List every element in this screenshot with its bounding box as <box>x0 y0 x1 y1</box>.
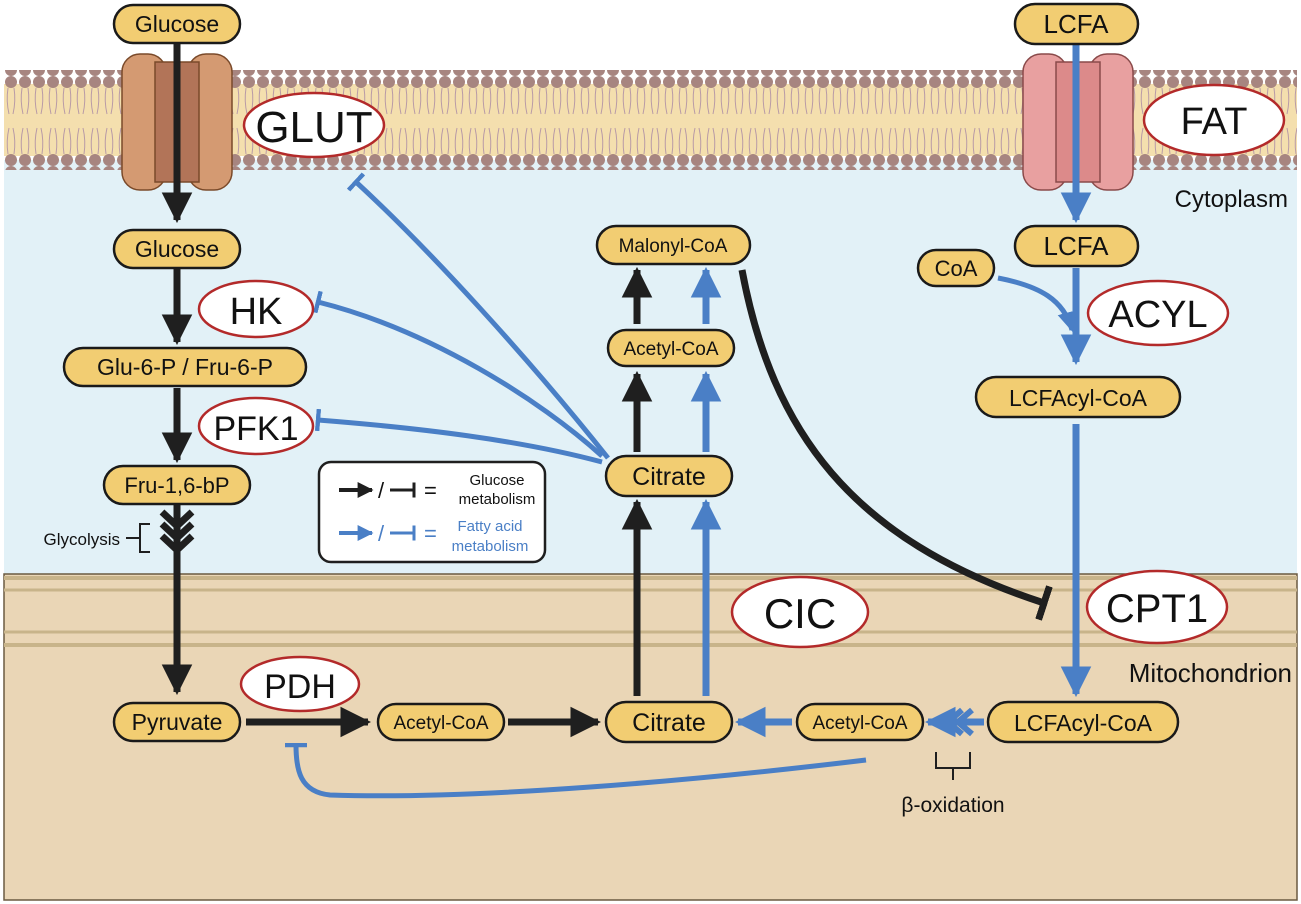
svg-text:Malonyl-CoA: Malonyl-CoA <box>619 236 728 257</box>
cytoplasm-label: Cytoplasm <box>1175 186 1288 213</box>
metabolite-glucose-in: Glucose <box>112 228 242 270</box>
enzyme-fat: FAT <box>1142 83 1286 157</box>
beta-oxidation-bracket: β-oxidation <box>901 752 1005 817</box>
svg-text:CPT1: CPT1 <box>1106 587 1208 631</box>
svg-text:LCFA: LCFA <box>1043 231 1109 261</box>
svg-text:Pyruvate: Pyruvate <box>132 709 223 735</box>
svg-text:Acetyl-CoA: Acetyl-CoA <box>623 339 718 360</box>
svg-text:Glu-6-P / Fru-6-P: Glu-6-P / Fru-6-P <box>97 354 273 380</box>
inhibit-citrate-pfk1 <box>314 408 603 465</box>
enzyme-cic: CIC <box>730 575 870 649</box>
inhibit-citrate-glut <box>346 172 610 460</box>
metabolite-lcfa-in: LCFA <box>1013 224 1140 268</box>
legend-glucose-sep: / <box>378 478 385 503</box>
glycolysis-label: Glycolysis <box>43 530 120 549</box>
svg-text:Acetyl-CoA: Acetyl-CoA <box>393 713 488 734</box>
svg-text:CIC: CIC <box>764 590 836 637</box>
beta-oxidation-label: β-oxidation <box>901 794 1004 817</box>
legend-glucose-equals: = <box>424 478 437 503</box>
legend-fatty-line1: Fatty acid <box>457 518 522 535</box>
metabolite-f16bp: Fru-1,6-bP <box>102 464 252 506</box>
metabolite-acetylcoa-beta: Acetyl-CoA <box>795 702 925 742</box>
metabolite-glucose-out: Glucose <box>112 3 242 45</box>
svg-text:Acetyl-CoA: Acetyl-CoA <box>812 713 907 734</box>
glucose-pathway-arrows <box>159 40 1053 738</box>
svg-text:Glucose: Glucose <box>135 236 219 262</box>
enzyme-pfk1: PFK1 <box>197 396 315 456</box>
svg-text:CoA: CoA <box>935 256 978 281</box>
metabolite-coa: CoA <box>916 248 996 288</box>
enzyme-pdh: PDH <box>239 655 361 713</box>
mitochondrion-label: Mitochondrion <box>1129 658 1292 688</box>
svg-text:PDH: PDH <box>264 668 336 706</box>
metabolite-lcfacylcoa-mito: LCFAcyl-CoA <box>986 700 1180 744</box>
metabolite-pyruvate: Pyruvate <box>112 701 242 743</box>
legend-fatty-line2: metabolism <box>452 538 529 555</box>
enzyme-hk: HK <box>197 279 315 339</box>
svg-text:ACYL: ACYL <box>1108 294 1207 336</box>
mito-membrane-lines <box>4 576 1297 647</box>
enzyme-cpt1: CPT1 <box>1085 569 1229 645</box>
svg-text:HK: HK <box>230 291 283 333</box>
legend-glucose-line2: metabolism <box>459 491 536 508</box>
legend-fatty-sep: / <box>378 521 385 546</box>
svg-text:GLUT: GLUT <box>255 103 372 152</box>
legend: / = Glucose metabolism / = Fatty acid me… <box>317 460 547 564</box>
enzyme-glut: GLUT <box>242 91 386 159</box>
metabolite-acetylcoa-mito: Acetyl-CoA <box>376 702 506 742</box>
legend-glucose-line1: Glucose <box>469 472 524 489</box>
metabolite-malonylcoa: Malonyl-CoA <box>595 224 752 266</box>
svg-text:LCFAcyl-CoA: LCFAcyl-CoA <box>1009 385 1148 411</box>
legend-box <box>317 460 547 564</box>
svg-text:Citrate: Citrate <box>632 463 706 491</box>
inhibit-acetylcoa-pdh <box>284 742 867 799</box>
inhibit-citrate-hk <box>313 290 604 458</box>
svg-text:Citrate: Citrate <box>632 709 706 737</box>
svg-text:LCFA: LCFA <box>1043 9 1109 39</box>
svg-text:LCFAcyl-CoA: LCFAcyl-CoA <box>1014 710 1153 736</box>
arrow-coa-input <box>997 275 1078 332</box>
fatty-acid-pathway-arrows <box>284 42 1092 799</box>
inhibit-malonylcoa-cpt1 <box>738 269 1053 621</box>
legend-fatty-equals: = <box>424 521 437 546</box>
metabolite-citrate-mito: Citrate <box>604 700 734 744</box>
metabolite-lcfa-out: LCFA <box>1013 2 1140 46</box>
metabolite-g6p: Glu-6-P / Fru-6-P <box>62 346 308 388</box>
svg-text:Fru-1,6-bP: Fru-1,6-bP <box>124 473 229 498</box>
metabolite-lcfacylcoa-cyto: LCFAcyl-CoA <box>974 375 1182 419</box>
enzyme-acyl: ACYL <box>1086 279 1230 347</box>
svg-text:FAT: FAT <box>1181 101 1248 143</box>
glycolysis-steps <box>159 509 195 555</box>
glycolysis-bracket: Glycolysis <box>43 523 150 553</box>
svg-text:Glucose: Glucose <box>135 11 219 37</box>
metabolite-citrate-cyto: Citrate <box>604 454 734 498</box>
svg-text:PFK1: PFK1 <box>213 410 298 448</box>
glut-transporter <box>121 53 233 191</box>
metabolite-acetylcoa-cyto: Acetyl-CoA <box>606 328 736 368</box>
